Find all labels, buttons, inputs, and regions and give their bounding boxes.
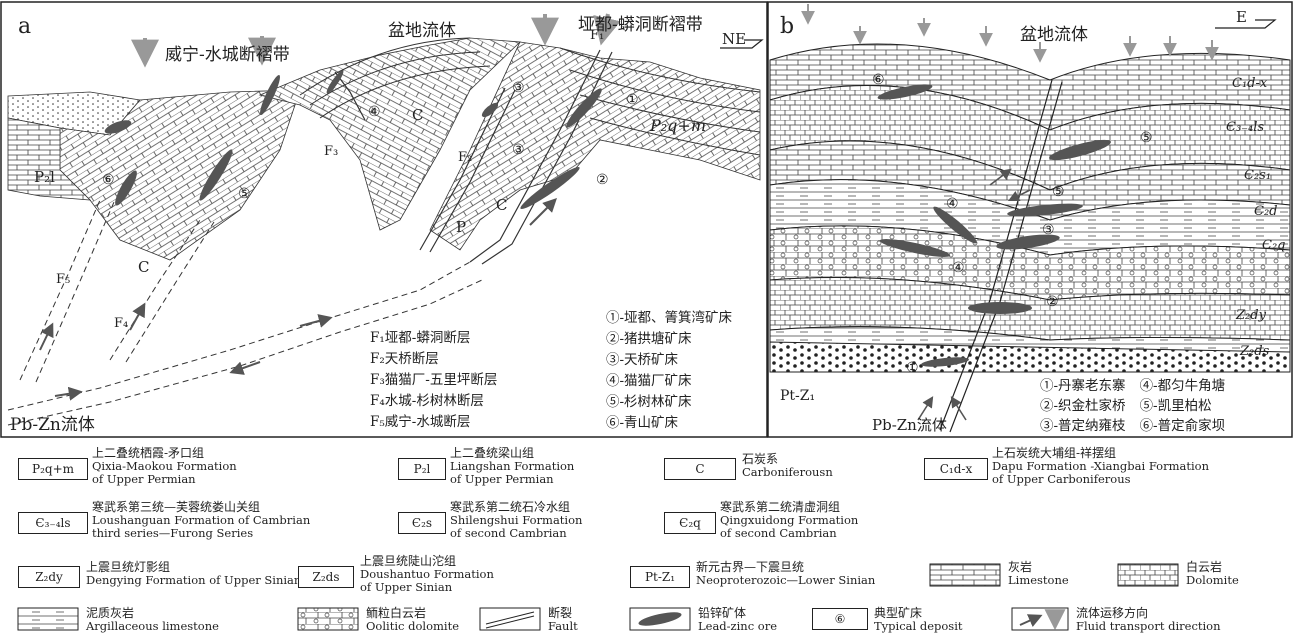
panel-b-pbzn: Pb-Zn流体 (872, 416, 947, 434)
legend-swatches (17, 563, 1179, 631)
deposit-mark-b2: ② (1046, 294, 1059, 310)
deposit-mark-4: ④ (368, 104, 381, 120)
deposit-mark-3b: ③ (512, 142, 525, 158)
deposit-list-item: ⑥-青山矿床 (606, 415, 679, 431)
fault-list-item: F₁垭都-蟒洞断层 (370, 330, 471, 346)
panel-a-pbzn: Pb-Zn流体 (10, 415, 95, 435)
panel-a-weining-label: 威宁-水城断褶带 (165, 45, 290, 65)
legend-symbol: ⑥ (812, 608, 868, 630)
panel-b (767, 1, 1293, 438)
deposit-list-item: ③-天桥矿床 (606, 352, 679, 368)
fault-list-item: F₄水城-杉树林断层 (370, 393, 484, 409)
panel-b-orientation: E (1236, 8, 1247, 26)
deposit-list-item: ①-垭都、箐箕湾矿床 (606, 310, 733, 326)
stratum-label: Є₂d (1254, 204, 1278, 219)
panel-a-yadu-label: 垭都-蟒洞断褶带 (578, 15, 703, 35)
fault-label-f3: F₃ (324, 144, 339, 159)
deposit-mark-1: ① (626, 92, 639, 108)
deposit-mark-b5b: ⑤ (1052, 184, 1065, 200)
deposit-list-item: ⑤-凯里柏松 (1139, 398, 1212, 414)
panel-a-basin-fluid: 盆地流体 (388, 21, 456, 41)
legend-symbol: Z₂ds (298, 566, 354, 588)
legend-symbol: C (664, 458, 736, 480)
fault-label-f5: F₅ (56, 272, 71, 287)
stratum-label: Є₂q (1262, 238, 1286, 253)
rock-label-p-mid: P (456, 218, 467, 236)
panel-a (0, 1, 768, 438)
fault-list-item: F₂天桥断层 (370, 351, 439, 367)
rock-label-p2l: P₂l (34, 168, 55, 186)
deposit-list-item: ③-普定纳雍枝 (1040, 418, 1126, 434)
stratum-label: Z₂ds (1240, 344, 1270, 359)
legend-symbol: P₂q+m (18, 458, 88, 480)
rock-label-p2qm: P₂q+m (650, 116, 706, 135)
legend-symbol: P₂l (398, 458, 446, 480)
deposit-list-item: ④-猫猫厂矿床 (606, 373, 692, 389)
deposit-mark-6: ⑥ (102, 172, 115, 188)
deposit-list-item: ⑥-普定俞家坝 (1139, 418, 1226, 434)
legend-symbol: Є₂q (664, 512, 716, 534)
deposit-list-item: ④-都匀牛角塘 (1139, 378, 1226, 394)
panel-b-ptz: Pt-Z₁ (780, 388, 816, 404)
stratum-label: Z₂dy (1236, 308, 1266, 323)
fault-list-item: F₃猫猫厂-五里坪断层 (370, 372, 498, 388)
legend-symbol: C₁d-x (924, 458, 988, 480)
rock-label-c-mid: C (412, 106, 424, 124)
panel-a-fault-list: F₁垭都-蟒洞断层 F₂天桥断层 F₃猫猫厂-五里坪断层 F₄水城-杉树林断层 … (370, 328, 497, 433)
deposit-mark-b6: ⑥ (872, 72, 885, 88)
deposit-list-item: ②-织金杜家桥 (1040, 398, 1126, 414)
deposit-list-item: ①-丹寨老东寨 (1040, 378, 1126, 394)
deposit-mark-b4b: ④ (952, 260, 965, 276)
legend-symbol: Z₂dy (18, 566, 80, 588)
legend-symbol: Є₂s (398, 512, 446, 534)
deposit-mark-2: ② (596, 172, 609, 188)
rock-label-c-right: C (496, 196, 508, 214)
panel-b-letter: b (780, 14, 795, 39)
stratum-label: Є₂s₁ (1244, 168, 1272, 183)
stratum-label: Є₃₋₄ls (1226, 120, 1265, 135)
deposit-mark-b1: ① (906, 360, 919, 376)
deposit-list-item: ⑤-杉树林矿床 (606, 394, 692, 410)
panel-a-deposit-list: ①-垭都、箐箕湾矿床 ②-猪拱塘矿床 ③-天桥矿床 ④-猫猫厂矿床 ⑤-杉树林矿… (606, 308, 732, 434)
panel-b-basin-fluid: 盆地流体 (1020, 25, 1088, 45)
rock-label-c-left: C (138, 258, 150, 276)
fault-label-f1: F₁ (590, 28, 605, 43)
panel-a-orientation: NE (722, 30, 747, 48)
legend-symbol: Pt-Z₁ (630, 566, 690, 588)
deposit-mark-b5a: ⑤ (1140, 130, 1153, 146)
fault-list-item: F₅威宁-水城断层 (370, 414, 471, 430)
fault-label-f4: F₄ (114, 316, 129, 331)
legend-symbol: Є₃₋₄ls (18, 512, 88, 534)
stratum-label: C₁d-x (1232, 76, 1268, 91)
deposit-mark-3a: ③ (512, 80, 525, 96)
deposit-mark-5: ⑤ (238, 186, 251, 202)
panel-a-letter: a (18, 14, 32, 39)
panel-b-deposit-list: ①-丹寨老东寨 ④-都匀牛角塘 ②-织金杜家桥 ⑤-凯里柏松 ③-普定纳雍枝 ⑥-普定… (1040, 376, 1225, 436)
fault-label-f2: F₂ (458, 150, 473, 165)
deposit-mark-b3: ③ (1042, 222, 1055, 238)
deposit-list-item: ②-猪拱塘矿床 (606, 331, 692, 347)
deposit-mark-b4a: ④ (946, 196, 959, 212)
